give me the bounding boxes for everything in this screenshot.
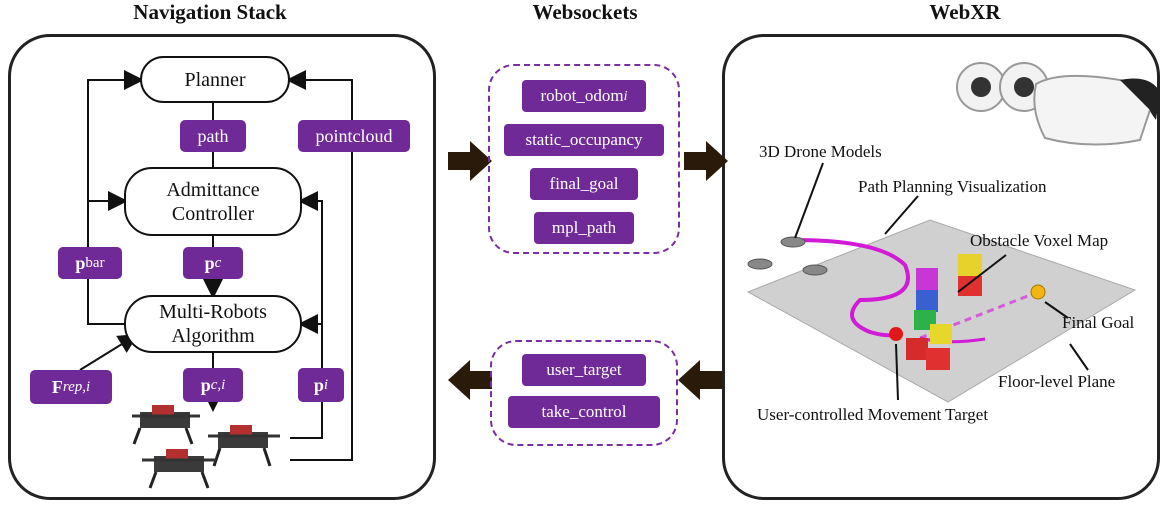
nav-stack-title: Navigation Stack (133, 0, 287, 24)
ws-robot-odom-label: robot_odom (540, 86, 624, 105)
f-rep-main: F (51, 376, 63, 397)
user-target-marker (889, 327, 903, 341)
ws-take-control: take_control (508, 396, 660, 428)
path-tag: path (180, 120, 246, 152)
label-voxel-map: Obstacle Voxel Map (970, 231, 1109, 250)
ws-static-occupancy: static_occupancy (504, 124, 664, 156)
ws-final-goal: final_goal (530, 168, 638, 200)
drone-photo-1 (132, 405, 200, 445)
obstacle-voxels (906, 254, 982, 370)
multi-line1: Multi-Robots (159, 301, 267, 323)
p-c-main: p (204, 252, 215, 273)
ws-outgoing-group (488, 64, 680, 254)
final-goal-marker (1030, 284, 1046, 300)
label-path-viz: Path Planning Visualization (858, 177, 1047, 196)
pointcloud-tag: pointcloud (298, 120, 410, 152)
p-ci-main: p (200, 374, 211, 395)
admittance-line2: Controller (171, 202, 255, 225)
p-bar-main: p (75, 252, 86, 273)
label-final-goal: Final Goal (1062, 313, 1135, 332)
admittance-controller-node: Admittance Controller (124, 167, 302, 236)
ws-robot-odom-sub: i (623, 87, 628, 104)
planner-node: Planner (140, 56, 290, 103)
label-user-target: User-controlled Movement Target (757, 405, 989, 424)
p-c-sub: c (214, 254, 222, 271)
drone-photo-3 (142, 449, 216, 489)
label-floor-plane: Floor-level Plane (998, 372, 1116, 391)
p-bar-sub: bar (85, 254, 105, 271)
p-ci-sub: c,i (210, 376, 226, 393)
ws-mpl-path: mpl_path (534, 212, 634, 244)
drone-model-icons (747, 236, 828, 276)
multi-robots-node: Multi-Robots Algorithm (124, 295, 302, 353)
multi-line2: Algorithm (171, 325, 255, 347)
path-visualization-dashed (919, 290, 1039, 340)
websockets-title: Websockets (532, 0, 638, 24)
p-i-main: p (313, 374, 324, 395)
drone-photo-2 (208, 425, 280, 467)
ws-user-target: user_target (522, 354, 646, 386)
f-rep-sub: rep,i (62, 378, 91, 395)
floor-plane (746, 219, 1137, 403)
vr-headset-image (956, 62, 1160, 146)
admittance-line1: Admittance (166, 178, 260, 201)
label-3d-drone-models: 3D Drone Models (759, 142, 882, 161)
path-visualization (794, 238, 910, 338)
ws-incoming-group (490, 340, 678, 446)
webxr-title: WebXR (929, 0, 1001, 24)
p-i-sub: i (323, 376, 329, 393)
